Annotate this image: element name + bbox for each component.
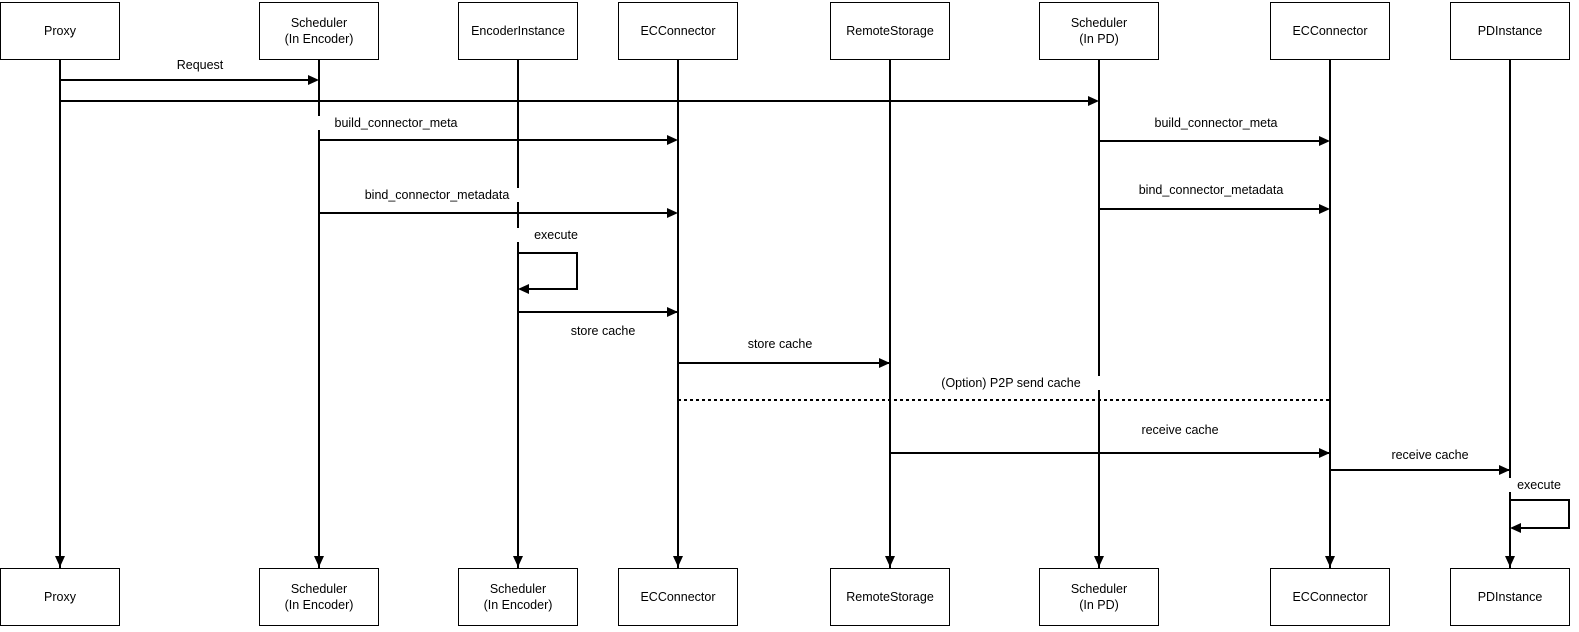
message-arrowhead-bind-connector-metadata-encoder — [667, 208, 678, 218]
message-label-receive-cache-remote: receive cache — [1105, 423, 1255, 437]
participant-top-ec-connector-encoder: ECConnector — [618, 2, 738, 60]
message-line-bind-connector-metadata-encoder — [319, 212, 667, 214]
selfloop-top-execute-pd — [1510, 499, 1570, 501]
lifeline-ec-connector-pd — [1329, 60, 1331, 568]
lifeline-end-arrow-remote-storage — [885, 556, 895, 567]
message-label-request: Request — [150, 58, 250, 72]
message-arrowhead-bind-connector-metadata-pd — [1319, 204, 1330, 214]
participant-top-proxy: Proxy — [0, 2, 120, 60]
lifeline-end-arrow-ec-connector-pd — [1325, 556, 1335, 567]
participant-bottom-remote-storage: RemoteStorage — [830, 568, 950, 626]
participant-bottom-encoder-instance: Scheduler (In Encoder) — [458, 568, 578, 626]
participant-top-encoder-instance: EncoderInstance — [458, 2, 578, 60]
participant-bottom-pd-instance: PDInstance — [1450, 568, 1570, 626]
participant-bottom-proxy: Proxy — [0, 568, 120, 626]
lifeline-scheduler-pd — [1098, 60, 1100, 568]
participant-bottom-ec-connector-pd: ECConnector — [1270, 568, 1390, 626]
message-line-build-connector-meta-pd — [1099, 140, 1319, 142]
participant-top-scheduler-pd: Scheduler (In PD) — [1039, 2, 1159, 60]
lifeline-end-arrow-pd-instance — [1505, 556, 1515, 567]
message-line-proxy-to-scheduler-pd — [60, 100, 1088, 102]
participant-top-scheduler-encoder: Scheduler (In Encoder) — [259, 2, 379, 60]
participant-top-ec-connector-pd: ECConnector — [1270, 2, 1390, 60]
message-arrowhead-build-connector-meta-pd — [1319, 136, 1330, 146]
message-arrowhead-receive-cache-pd — [1499, 465, 1510, 475]
message-line-bind-connector-metadata-pd — [1099, 208, 1319, 210]
selfloop-side-execute-pd — [1568, 499, 1570, 529]
message-line-p2p-send-cache — [678, 399, 1330, 401]
message-label-store-cache-encoder: store cache — [543, 324, 663, 338]
message-line-build-connector-meta-encoder — [319, 139, 667, 141]
selfloop-arrowhead-execute-encoder — [518, 284, 529, 294]
lifeline-end-arrow-scheduler-pd — [1094, 556, 1104, 567]
lifeline-end-arrow-ec-connector-encoder — [673, 556, 683, 567]
participant-top-remote-storage: RemoteStorage — [830, 2, 950, 60]
selfloop-arrowhead-execute-pd — [1510, 523, 1521, 533]
message-arrowhead-store-cache-encoder — [667, 307, 678, 317]
selfloop-side-execute-encoder — [576, 252, 578, 289]
message-arrowhead-store-cache-remote — [879, 358, 890, 368]
selfloop-bottom-execute-pd — [1521, 527, 1570, 529]
message-line-request — [60, 79, 309, 81]
lifeline-end-arrow-scheduler-encoder — [314, 556, 324, 567]
participant-bottom-ec-connector-encoder: ECConnector — [618, 568, 738, 626]
lifeline-proxy — [59, 60, 61, 568]
message-label-receive-cache-pd: receive cache — [1355, 448, 1505, 462]
lifeline-end-arrow-encoder-instance — [513, 556, 523, 567]
message-label-store-cache-remote: store cache — [718, 337, 842, 351]
message-label-execute-pd: execute — [1500, 478, 1578, 492]
message-label-build-connector-meta-encoder: build_connector_meta — [316, 116, 476, 130]
message-label-execute-encoder: execute — [516, 228, 596, 242]
message-line-store-cache-encoder — [518, 311, 678, 313]
lifeline-encoder-instance — [517, 60, 519, 568]
message-line-receive-cache-remote — [890, 452, 1330, 454]
message-label-p2p-send-cache: (Option) P2P send cache — [911, 376, 1111, 390]
message-arrowhead-proxy-to-scheduler-pd — [1088, 96, 1099, 106]
message-label-bind-connector-metadata-pd: bind_connector_metadata — [1121, 183, 1301, 197]
participant-top-pd-instance: PDInstance — [1450, 2, 1570, 60]
message-arrowhead-receive-cache-remote — [1319, 448, 1330, 458]
message-label-bind-connector-metadata-encoder: bind_connector_metadata — [347, 188, 527, 202]
message-line-receive-cache-pd — [1330, 469, 1510, 471]
lifeline-pd-instance — [1509, 60, 1511, 568]
lifeline-scheduler-encoder — [318, 60, 320, 568]
lifeline-end-arrow-proxy — [55, 556, 65, 567]
message-arrowhead-build-connector-meta-encoder — [667, 135, 678, 145]
lifeline-remote-storage — [889, 60, 891, 568]
message-label-build-connector-meta-pd: build_connector_meta — [1136, 116, 1296, 130]
message-arrowhead-request — [308, 75, 319, 85]
selfloop-bottom-execute-encoder — [529, 288, 578, 290]
participant-bottom-scheduler-encoder: Scheduler (In Encoder) — [259, 568, 379, 626]
selfloop-top-execute-encoder — [518, 252, 578, 254]
message-line-store-cache-remote — [678, 362, 890, 364]
participant-bottom-scheduler-pd: Scheduler (In PD) — [1039, 568, 1159, 626]
